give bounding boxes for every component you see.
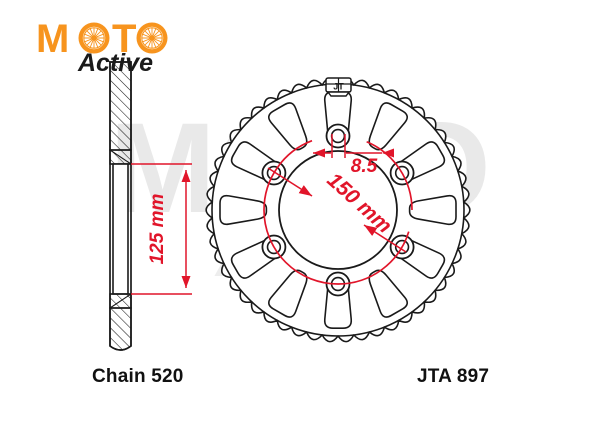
- jt-brand-badge: JT: [325, 77, 352, 97]
- bolt-circle-arc: [263, 135, 413, 285]
- part-number-label: JTA 897: [417, 366, 490, 387]
- dimension-label-8-5: 8.5: [351, 156, 378, 177]
- chain-size-label: Chain 520: [92, 366, 184, 387]
- spoke-window: [368, 269, 408, 318]
- logo-text-moto-m: M: [36, 17, 69, 61]
- section-lower-rim: [109, 307, 132, 351]
- spoke-window: [219, 194, 268, 226]
- section-side-view: [109, 61, 132, 351]
- spoke-window: [408, 194, 457, 226]
- mounting-bolt-hole: [325, 123, 351, 149]
- dimension-8-5: [313, 134, 394, 158]
- section-web: [112, 163, 129, 295]
- leader-150-lower: [363, 224, 407, 253]
- sprocket-front-view: JT: [205, 77, 471, 343]
- logo-text-moto-t: T: [112, 17, 136, 61]
- spoke-window: [368, 102, 408, 151]
- dimension-125mm: [131, 163, 192, 295]
- dimension-label-125mm: 125 mm: [147, 194, 168, 265]
- brand-logo: M T Active: [30, 14, 210, 76]
- sprocket-hub-ring: [278, 150, 398, 270]
- spoke-window: [268, 102, 308, 151]
- leader-150-upper: [267, 167, 313, 197]
- section-upper-rim: [109, 61, 132, 151]
- spoke-window: [268, 269, 308, 318]
- jt-badge-text: JT: [333, 82, 344, 92]
